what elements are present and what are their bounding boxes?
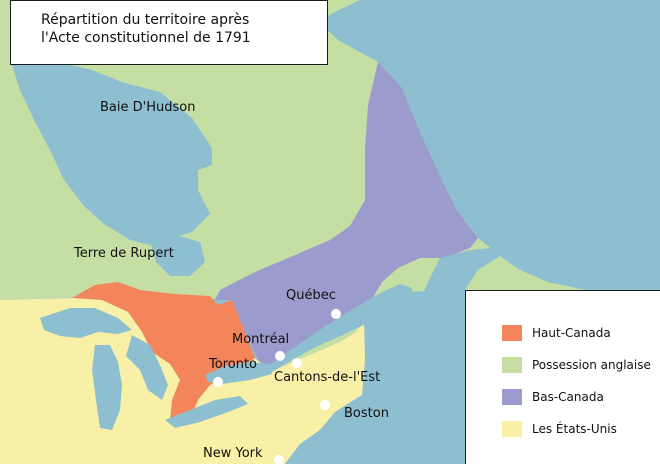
city-marker-toronto <box>213 377 223 387</box>
legend-label-possession-anglaise: Possession anglaise <box>532 358 651 372</box>
legend-label-haut-canada: Haut-Canada <box>532 326 611 340</box>
label-cantons-de-l-est: Cantons-de-l'Est <box>274 370 381 385</box>
label-boston: Boston <box>344 406 389 421</box>
legend-swatch-bas-canada <box>502 389 522 405</box>
map-title-line-2: l'Acte constitutionnel de 1791 <box>41 30 251 46</box>
map-legend: Haut-Canada Possession anglaise Bas-Cana… <box>465 290 660 464</box>
map-title-line-1: Répartition du territoire après <box>41 12 250 28</box>
city-marker-montreal <box>275 351 285 361</box>
label-montreal: Montréal <box>232 332 290 347</box>
gulf-st-lawrence <box>420 248 500 300</box>
legend-swatch-haut-canada <box>502 325 522 341</box>
lake-superior <box>40 308 132 338</box>
label-new-york: New York <box>203 446 263 461</box>
region-bas-canada <box>215 62 478 370</box>
lake-michigan <box>92 345 122 430</box>
legend-item-haut-canada: Haut-Canada <box>502 325 611 341</box>
legend-swatch-possession-anglaise <box>502 357 522 373</box>
label-toronto: Toronto <box>209 357 257 372</box>
map-title-box: Répartition du territoire après l'Acte c… <box>10 0 328 65</box>
city-marker-quebec <box>331 309 341 319</box>
legend-swatch-etats-unis <box>502 421 522 437</box>
region-haut-canada <box>72 282 255 420</box>
city-marker-boston <box>320 400 330 410</box>
hudson-bay-water <box>12 62 212 246</box>
label-baie-hudson: Baie D'Hudson <box>100 100 196 115</box>
lake-erie <box>165 396 248 428</box>
atlantic-ocean <box>285 350 465 464</box>
label-terre-rupert: Terre de Rupert <box>74 246 174 261</box>
city-marker-new-york <box>274 455 284 464</box>
region-etats-unis <box>0 298 365 464</box>
lake-huron <box>126 335 168 400</box>
james-bay-water <box>150 236 205 276</box>
label-quebec: Québec <box>286 288 336 303</box>
legend-item-etats-unis: Les États-Unis <box>502 421 617 437</box>
legend-label-etats-unis: Les États-Unis <box>532 422 617 436</box>
st-lawrence-river <box>268 284 412 372</box>
city-marker-cantons-de-l-est <box>292 358 302 368</box>
legend-item-bas-canada: Bas-Canada <box>502 389 604 405</box>
legend-label-bas-canada: Bas-Canada <box>532 390 604 404</box>
legend-item-possession-anglaise: Possession anglaise <box>502 357 651 373</box>
